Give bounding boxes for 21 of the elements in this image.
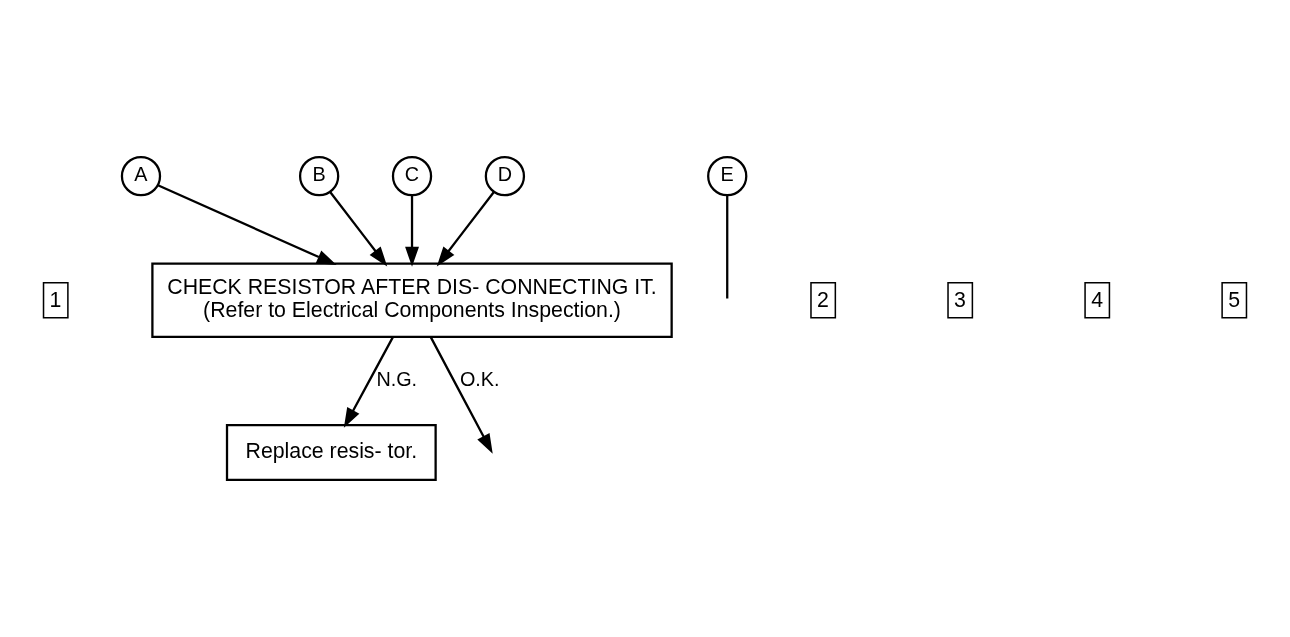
label: 1 [49, 287, 62, 312]
arrow [329, 191, 388, 267]
arrow [436, 191, 495, 267]
node-circle: E [707, 155, 748, 197]
label: 3 [954, 287, 966, 312]
node-circle: B [298, 155, 340, 197]
node-circle: A [120, 155, 162, 197]
node-box: CHECK RESISTOR AFTER DIS- CONNECTING IT. (Refer to Electrical Components Inspection.) [151, 262, 673, 338]
label: 5 [1228, 287, 1241, 312]
edge-label: O.K. [459, 368, 500, 391]
arrow [343, 336, 394, 428]
arrow [157, 184, 337, 265]
edge-label: N.G. [376, 368, 418, 391]
arrow [405, 195, 419, 267]
node-circle: C [391, 155, 433, 197]
node-box: Replace resis- tor. [225, 423, 437, 482]
connector [726, 195, 729, 299]
node-circle: D [484, 155, 526, 197]
arrow [429, 336, 493, 454]
label: 2 [817, 287, 829, 312]
label: 4 [1091, 287, 1104, 312]
